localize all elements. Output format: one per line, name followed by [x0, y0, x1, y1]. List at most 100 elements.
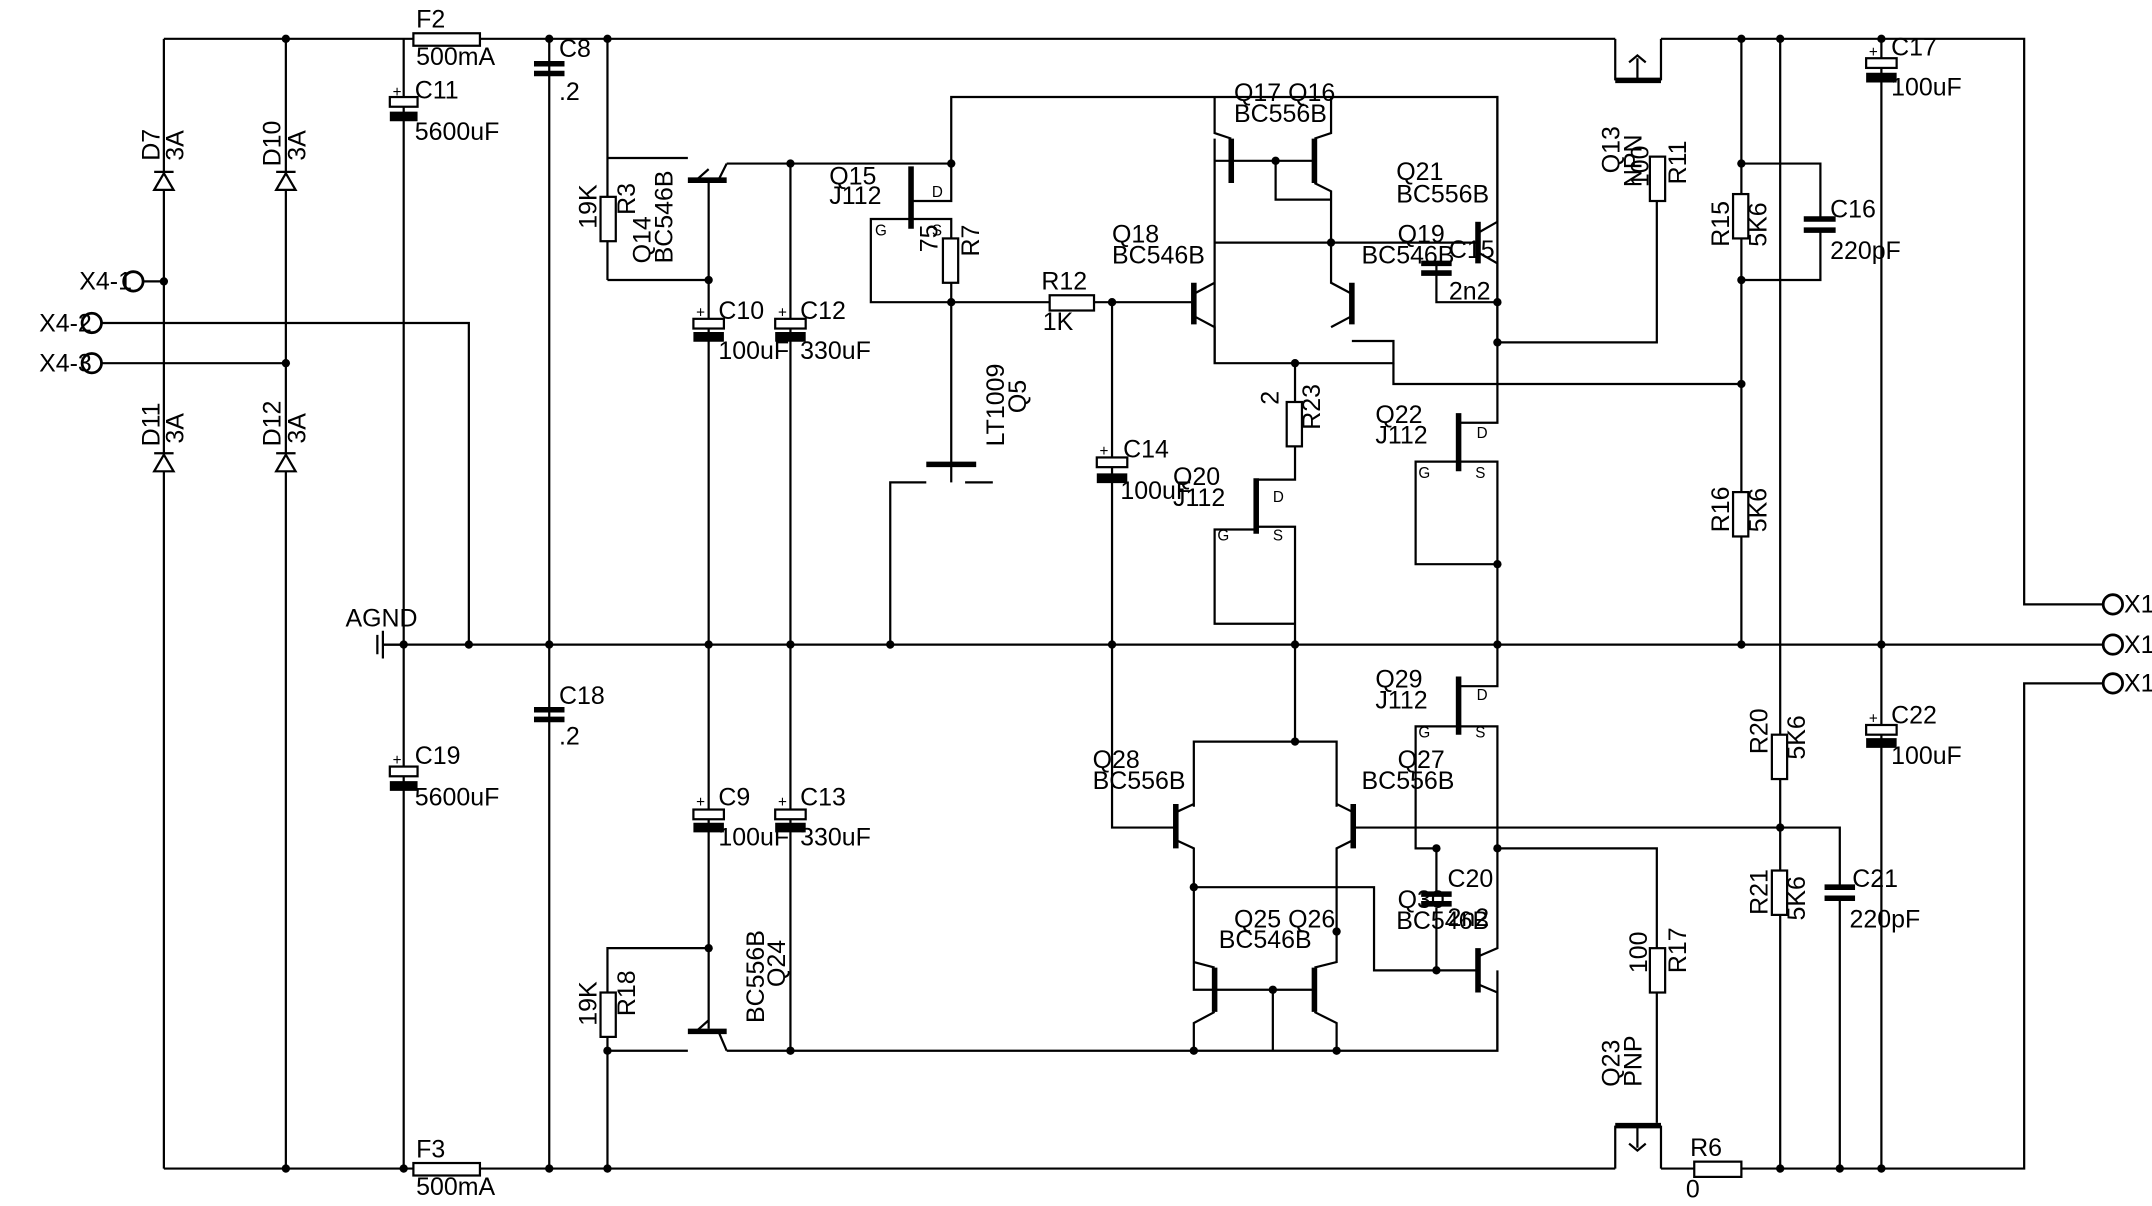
q30-label: Q30 — [1398, 886, 1445, 914]
c11-value: 5600uF — [415, 118, 500, 146]
terminal-x1-2[interactable]: X1-2 — [2101, 631, 2152, 659]
q27-label: Q27 — [1398, 746, 1445, 774]
c15-value: 2n2 — [1449, 277, 1491, 305]
q13-value: NPN — [1620, 134, 1648, 187]
lower-diff-stage: Q28 BC556B Q27 BC556B Q25 Q26 BC546B — [1093, 644, 1841, 1169]
d12-label: D12 — [258, 401, 286, 447]
c8-value: .2 — [559, 78, 580, 106]
r11-value: 100 — [1627, 146, 1655, 188]
c19-label: C19 — [415, 742, 461, 770]
q20-pin-d: D — [1273, 489, 1284, 506]
fuse-f2: F2 500mA — [412, 6, 496, 71]
capacitor-c8: C8 .2 — [533, 35, 591, 106]
c16-value: 220pF — [1830, 237, 1901, 265]
c22-plus: + — [1869, 711, 1878, 728]
diode-d10: D10 3A — [258, 121, 311, 192]
q22-pin-d: D — [1477, 425, 1488, 442]
c18-label: C18 — [559, 682, 605, 710]
r6-label: R6 — [1690, 1134, 1722, 1162]
c20-value: 2n2 — [1448, 904, 1490, 932]
q24-value: BC556B — [742, 930, 770, 1023]
terminal-x1-3[interactable]: X1-3 — [2101, 591, 2152, 619]
c17-plus: + — [1869, 44, 1878, 61]
c17-value: 100uF — [1891, 74, 1962, 102]
c19-value: 5600uF — [415, 783, 500, 811]
q13-label: Q13 — [1597, 126, 1625, 173]
c18-value: .2 — [559, 722, 580, 750]
c12-plus: + — [778, 304, 787, 321]
r20-label: R20 — [1746, 708, 1774, 754]
upper-diff-stage: Q17 Q16 BC556B Q18 BC546B R23 2 Q20 J112… — [1112, 79, 1479, 645]
q20-value: J112 — [1173, 484, 1225, 512]
r7-label: R7 — [957, 225, 985, 257]
f2-label: F2 — [416, 6, 445, 34]
x1-2-label: X1-2 — [2124, 631, 2152, 659]
d11-value: 3A — [161, 413, 189, 444]
c13-value: 330uF — [800, 824, 871, 852]
q29-pin-g: G — [1418, 724, 1430, 741]
f2-value: 500mA — [416, 43, 495, 71]
q18-value: BC546B — [1112, 241, 1205, 269]
terminal-x4-2[interactable]: X4-2 — [39, 309, 103, 337]
junction-dots — [159, 34, 1886, 1173]
q22-pin-g: G — [1418, 465, 1430, 482]
r15-label: R15 — [1707, 201, 1735, 247]
c8-label: C8 — [559, 35, 591, 63]
r23-value: 2 — [1256, 391, 1284, 405]
c11-label: C11 — [415, 76, 459, 104]
diode-d11: D11 3A — [138, 402, 189, 473]
terminal-x1-1[interactable]: X1-1 — [2101, 670, 2152, 698]
terminal-x4-1[interactable]: X4-1 — [79, 268, 145, 296]
r16-value: 5K6 — [1744, 488, 1772, 532]
r15-value: 5K6 — [1744, 202, 1772, 246]
q17q16-label: Q17 Q16 — [1234, 79, 1335, 107]
output-upper: Q13 NPN R11 100 — [1597, 38, 1692, 203]
q22-value: J112 — [1375, 422, 1427, 450]
c10-plus: + — [696, 304, 705, 321]
r21-value: 5K6 — [1783, 876, 1811, 920]
q19-label: Q19 — [1398, 221, 1445, 249]
feedback-upper: R15 5K6 C16 220pF R16 5K6 + C17 100uF — [1707, 33, 1962, 1169]
c14-plus: + — [1100, 443, 1109, 460]
q17q16-value: BC556B — [1234, 100, 1327, 128]
q29-pin-d: D — [1477, 687, 1488, 704]
q24-label: Q24 — [763, 940, 791, 987]
d7-value: 3A — [161, 130, 189, 161]
q28-label: Q28 — [1093, 746, 1140, 774]
q27-value: BC556B — [1362, 767, 1455, 795]
q29-pin-s: S — [1475, 724, 1485, 741]
x1-1-label: X1-1 — [2124, 670, 2152, 698]
capacitor-c18: C18 .2 — [533, 682, 605, 750]
q28-value: BC556B — [1093, 767, 1186, 795]
c12-value: 330uF — [800, 337, 871, 365]
x4-1-label: X4-1 — [79, 268, 132, 296]
agnd-label: AGND — [345, 605, 417, 633]
c22-label: C22 — [1891, 702, 1937, 730]
d11-label: D11 — [138, 402, 166, 446]
q21-label: Q21 — [1396, 158, 1443, 186]
c11-plus: + — [393, 84, 402, 101]
q20-pin-g: G — [1217, 528, 1229, 545]
q5-value: LT1009 — [982, 364, 1010, 447]
r17-value: 100 — [1625, 932, 1653, 974]
q23-value: PNP — [1620, 1036, 1648, 1087]
q5-label: Q5 — [1004, 380, 1032, 413]
q22-label: Q22 — [1375, 401, 1422, 429]
fuse-f3: F3 500mA — [412, 1135, 496, 1201]
x1-3-label: X1-3 — [2124, 591, 2152, 619]
diode-d7: D7 3A — [138, 129, 189, 192]
q15-pin-g: G — [875, 223, 887, 240]
x4-2-label: X4-2 — [39, 309, 92, 337]
c9-plus: + — [696, 794, 705, 811]
d10-label: D10 — [258, 121, 286, 167]
c22-value: 100uF — [1891, 742, 1962, 770]
upper-vas: Q21 BC556B Q19 BC546B C15 2n2 Q22 J112 D… — [1362, 97, 1742, 645]
r23-label: R23 — [1298, 384, 1326, 430]
r3-label: R3 — [613, 183, 641, 215]
q23-label: Q23 — [1597, 1040, 1625, 1087]
c14-value: 100uF — [1120, 477, 1191, 505]
c9-label: C9 — [718, 783, 750, 811]
terminal-x4-3[interactable]: X4-3 — [39, 350, 103, 378]
positive-regulator: R3 19K Q14 BC546B + C10 100uF + C12 330u… — [574, 95, 1499, 645]
